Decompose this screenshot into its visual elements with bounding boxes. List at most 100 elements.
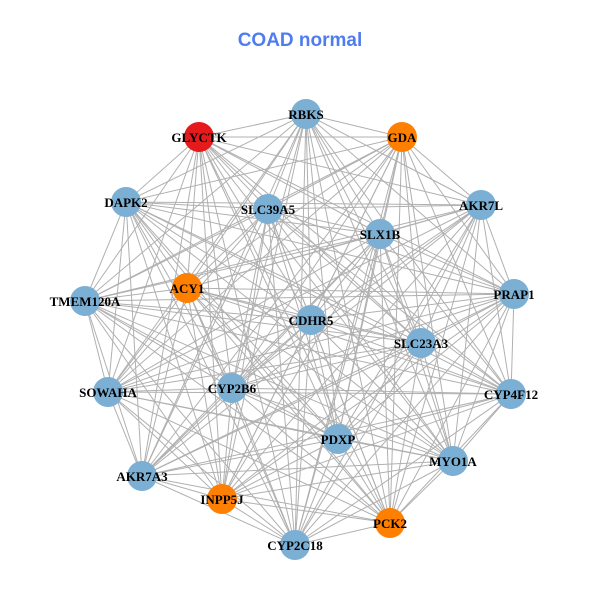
edge (186, 136, 200, 289)
node-slx1b[interactable]: SLX1B (360, 219, 401, 249)
edge (107, 136, 200, 393)
node-myo1a[interactable]: MYO1A (429, 446, 477, 476)
edge (310, 233, 381, 321)
node-circle (438, 446, 468, 476)
edge (510, 293, 515, 395)
node-prap1[interactable]: PRAP1 (493, 279, 535, 309)
node-label: SLC39A5 (241, 202, 296, 217)
node-circle (323, 424, 353, 454)
node-akr7a3[interactable]: AKR7A3 (116, 461, 168, 491)
node-label: DAPK2 (104, 195, 147, 210)
node-label: CYP4F12 (484, 387, 538, 402)
edge (84, 113, 307, 302)
edge (84, 136, 200, 302)
edge (480, 204, 515, 295)
node-gda[interactable]: GDA (387, 122, 417, 152)
edge (141, 136, 403, 477)
edge (84, 300, 233, 389)
node-cdhr5[interactable]: CDHR5 (289, 305, 334, 335)
node-circle (296, 305, 326, 335)
node-inpp5j[interactable]: INPP5J (200, 484, 244, 514)
edge (107, 319, 312, 393)
node-circle (280, 530, 310, 560)
edge (420, 204, 482, 344)
edge (84, 208, 269, 302)
node-circle (499, 279, 529, 309)
edge (84, 233, 381, 302)
edge (379, 233, 391, 524)
node-cyp4f12[interactable]: CYP4F12 (484, 379, 538, 409)
edge (231, 387, 296, 546)
node-pdxp[interactable]: PDXP (321, 424, 356, 454)
node-slc23a3[interactable]: SLC23A3 (394, 328, 449, 358)
edge (221, 498, 391, 524)
node-pck2[interactable]: PCK2 (373, 508, 407, 538)
edge (84, 300, 391, 524)
node-circle (184, 122, 214, 152)
edge (186, 287, 512, 395)
chart-title: COAD normal (237, 30, 363, 51)
edge (141, 208, 269, 477)
edge (221, 293, 515, 500)
edge (310, 319, 454, 462)
edge (107, 391, 391, 524)
edge (198, 136, 269, 210)
edge (267, 208, 296, 546)
node-label: AKR7L (459, 198, 503, 213)
edge (107, 233, 381, 393)
node-circle (496, 379, 526, 409)
edge (107, 391, 512, 395)
node-cyp2b6[interactable]: CYP2B6 (208, 373, 257, 403)
edge (141, 475, 391, 524)
edge (198, 136, 391, 524)
node-circle (406, 328, 436, 358)
edge (84, 136, 403, 302)
edge (305, 113, 454, 462)
edge (186, 233, 381, 289)
node-sowaha[interactable]: SOWAHA (79, 377, 138, 407)
edge (186, 287, 223, 500)
edge (379, 233, 512, 395)
edge (125, 201, 312, 321)
edge (337, 438, 391, 524)
edge (186, 287, 296, 546)
node-acy1[interactable]: ACY1 (170, 273, 205, 303)
edge (420, 342, 512, 395)
edge (125, 201, 269, 210)
edge (337, 293, 515, 440)
edge (125, 136, 403, 203)
edge (401, 136, 454, 462)
edge (337, 438, 454, 462)
node-circle (375, 508, 405, 538)
edge (221, 319, 312, 500)
edge (84, 300, 422, 344)
node-cyp2c18[interactable]: CYP2C18 (267, 530, 323, 560)
edge (141, 438, 339, 477)
node-glyctk[interactable]: GLYCTK (171, 122, 227, 152)
edge (221, 204, 482, 500)
edge (294, 522, 391, 546)
node-circle (387, 122, 417, 152)
edge (337, 393, 512, 440)
edge (107, 391, 296, 546)
edge (221, 387, 233, 500)
node-akr7l[interactable]: AKR7L (459, 190, 503, 220)
edges (84, 113, 515, 546)
edge (198, 136, 422, 344)
node-tmem120a[interactable]: TMEM120A (50, 286, 121, 316)
node-label: MYO1A (429, 454, 477, 469)
node-rbks[interactable]: RBKS (288, 99, 324, 129)
node-label: SLC23A3 (394, 336, 449, 351)
edge (107, 204, 482, 393)
node-circle (253, 194, 283, 224)
node-dapk2[interactable]: DAPK2 (104, 187, 148, 217)
edge (84, 300, 312, 321)
edge (198, 136, 339, 440)
edge (310, 319, 339, 440)
node-slc39a5[interactable]: SLC39A5 (241, 194, 296, 224)
edge (84, 300, 109, 393)
edge (310, 319, 422, 344)
edge (107, 293, 515, 393)
edge (221, 342, 422, 500)
